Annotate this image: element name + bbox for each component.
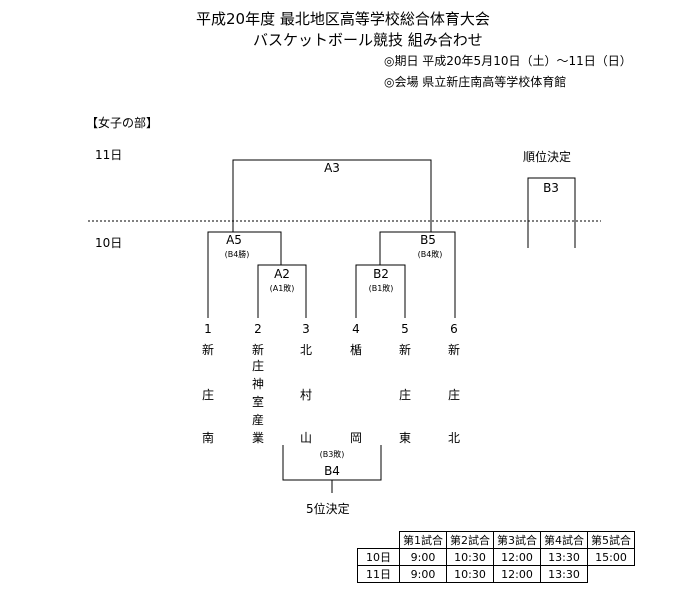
- match-b3: B3: [543, 181, 559, 195]
- bracket-a3: [232, 159, 432, 232]
- team-number: 1: [204, 322, 212, 336]
- team-number: 4: [352, 322, 360, 336]
- schedule-row: 11日 9:00 10:30 12:00 13:30: [357, 565, 635, 583]
- schedule-header: 第4試合: [540, 531, 588, 549]
- schedule-day: 10日: [357, 548, 400, 566]
- schedule-time: 13:30: [540, 548, 588, 566]
- section-label: 【女子の部】: [86, 116, 159, 130]
- team-name-char: 新: [201, 343, 214, 357]
- team-name-char: 村: [299, 388, 312, 402]
- team-name-char: 新: [398, 343, 411, 357]
- schedule-time: 10:30: [446, 548, 494, 566]
- placement-label: 順位決定: [523, 150, 572, 164]
- match-b2-note: (B1敗): [368, 284, 394, 293]
- bracket-a5: [207, 231, 282, 318]
- team-name-char: 北: [299, 343, 312, 357]
- fifth-place-label: 5位決定: [306, 502, 350, 516]
- match-a5: A5: [226, 233, 242, 247]
- team-name-char: 岡: [349, 431, 362, 445]
- team-number: 3: [302, 322, 310, 336]
- team-number: 5: [401, 322, 409, 336]
- competition-subtitle: バスケットボール競技 組み合わせ: [253, 31, 483, 49]
- schedule-header: 第5試合: [587, 531, 635, 549]
- schedule-time: 9:00: [399, 548, 447, 566]
- team-name-char: 楯: [349, 343, 362, 357]
- team-name-char: 庄: [398, 388, 411, 402]
- day-label-11: 11日: [95, 148, 123, 162]
- schedule-time: 12:00: [493, 548, 541, 566]
- team-name-char: 新: [251, 343, 264, 357]
- event-venue: ◎会場 県立新庄南高等学校体育館: [384, 75, 567, 89]
- match-b2: B2: [373, 267, 389, 281]
- team-number: 2: [254, 322, 262, 336]
- team-name-char: 東: [398, 431, 411, 445]
- schedule-header: 第3試合: [493, 531, 541, 549]
- team-name-char: 山: [299, 431, 312, 445]
- match-b5-note: (B4敗): [417, 250, 443, 259]
- match-b4-note: (B3敗): [319, 450, 345, 459]
- match-a5-note: (B4勝): [224, 250, 250, 259]
- bracket-a2: [257, 264, 307, 318]
- schedule-day: 11日: [357, 565, 400, 583]
- match-a2-note: (A1敗): [269, 284, 295, 293]
- team-name-char: 新: [447, 343, 460, 357]
- schedule-header: 第2試合: [446, 531, 494, 549]
- match-a2: A2: [274, 267, 290, 281]
- tournament-title: 平成20年度 最北地区高等学校総合体育大会: [196, 10, 490, 28]
- schedule-time-empty: [588, 566, 635, 583]
- schedule-time: 13:30: [540, 565, 588, 583]
- bracket-b5: [379, 231, 456, 318]
- team-name-char: 業: [251, 431, 264, 445]
- schedule-corner: [358, 532, 400, 549]
- team-number: 6: [450, 322, 458, 336]
- team-name-char: 南: [201, 431, 214, 445]
- team-name-char: 庄: [201, 388, 214, 402]
- event-period: ◎期日 平成20年5月10日（土）～11日（日）: [384, 54, 632, 68]
- schedule-time: 10:30: [446, 565, 494, 583]
- schedule-table: 第1試合 第2試合 第3試合 第4試合 第5試合 10日 9:00 10:30 …: [357, 531, 635, 583]
- schedule-row: 10日 9:00 10:30 12:00 13:30 15:00: [357, 548, 635, 566]
- day-label-10: 10日: [95, 236, 123, 250]
- schedule-header: 第1試合: [399, 531, 447, 549]
- match-b4: B4: [324, 464, 340, 478]
- schedule-time: 15:00: [587, 548, 635, 566]
- schedule-time: 9:00: [399, 565, 447, 583]
- schedule-time: 12:00: [493, 565, 541, 583]
- team-name-char: 庄: [447, 388, 460, 402]
- team-name-chars: 庄 神 室 産: [251, 359, 264, 427]
- team-name-char: 北: [447, 431, 460, 445]
- bracket-b3: [527, 177, 576, 248]
- schedule-header-row: 第1試合 第2試合 第3試合 第4試合 第5試合: [358, 531, 635, 549]
- match-a3: A3: [324, 161, 340, 175]
- match-b5: B5: [420, 233, 436, 247]
